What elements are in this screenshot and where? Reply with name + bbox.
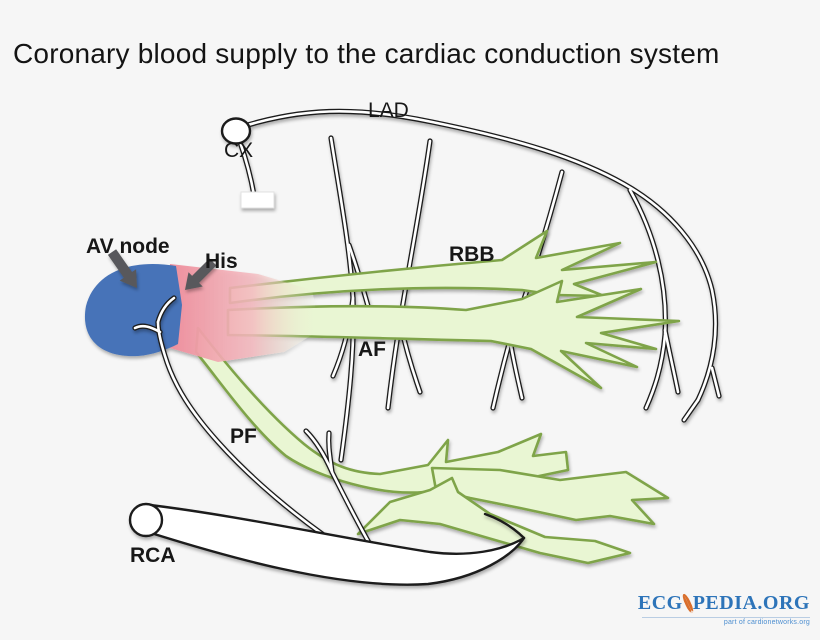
his-bundle-shape xyxy=(170,264,320,362)
label-cx: CX xyxy=(224,139,253,162)
right-bundle-branch-shape xyxy=(228,229,658,305)
label-pf: PF xyxy=(230,425,257,448)
logo-ecg-text: ECG xyxy=(637,592,683,614)
label-rca: RCA xyxy=(130,544,176,567)
cx-erase-box xyxy=(240,191,275,209)
av-node-arrow xyxy=(107,249,137,288)
label-af: AF xyxy=(358,338,386,361)
purkinje-branch-lower-shape xyxy=(356,476,632,565)
rca-ostium xyxy=(128,502,164,538)
conduction-system xyxy=(84,229,681,565)
lad-artery xyxy=(220,111,719,460)
his-arrow xyxy=(185,258,217,290)
label-his: His xyxy=(205,250,238,273)
posterior-fascicle-shape xyxy=(194,326,570,494)
purkinje-branch-upper-shape xyxy=(430,466,670,526)
ecgpedia-logo: ECG PEDIA.ORG part of cardionetworks.org xyxy=(638,592,810,626)
diagram-labels: LAD CX AV node His RBB AF PF RCA xyxy=(86,99,495,567)
logo-pedia-text: PEDIA.ORG xyxy=(692,592,810,614)
page-title: Coronary blood supply to the cardiac con… xyxy=(13,38,720,69)
label-av-node: AV node xyxy=(86,235,170,258)
anterior-fascicle-shape xyxy=(226,279,681,390)
logo-tagline: part of cardionetworks.org xyxy=(723,619,810,626)
lad-ostium xyxy=(220,117,252,145)
label-rbb: RBB xyxy=(449,243,495,266)
pointer-arrows xyxy=(107,249,217,290)
rca-artery xyxy=(128,298,526,586)
rca-tip-hook xyxy=(483,512,526,540)
label-lad: LAD xyxy=(368,99,409,122)
